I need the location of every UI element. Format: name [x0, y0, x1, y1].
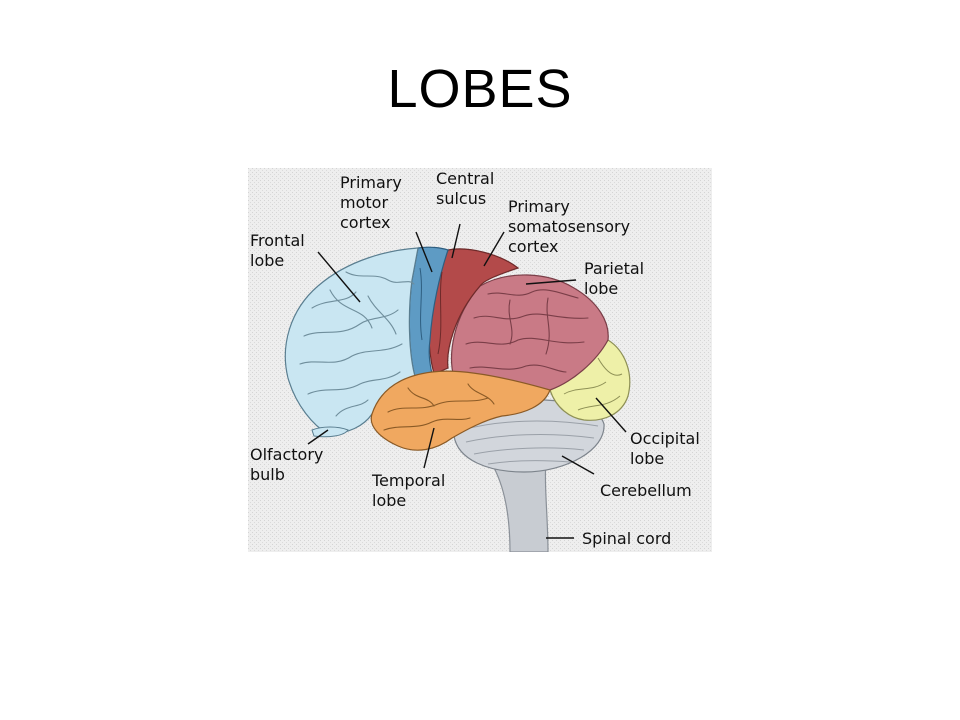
label-cerebellum: Cerebellum [600, 481, 692, 500]
spinal-cord-shape [478, 445, 549, 552]
label-parietal-lobe: Parietal lobe [584, 259, 649, 298]
label-spinal-cord: Spinal cord [582, 529, 671, 548]
parietal-lobe-shape [451, 274, 609, 393]
label-olfactory-bulb: Olfactory bulb [250, 445, 328, 484]
label-primary-motor-cortex: Primary motor cortex [340, 173, 407, 232]
brain-diagram: Primary motor cortex Central sulcus Prim… [248, 168, 712, 552]
label-primary-somatosensory-cortex: Primary somatosensory cortex [508, 197, 635, 256]
label-frontal-lobe: Frontal lobe [250, 231, 310, 270]
label-central-sulcus: Central sulcus [436, 169, 499, 208]
label-temporal-lobe: Temporal lobe [371, 471, 450, 510]
temporal-lobe-shape [370, 370, 551, 451]
label-occipital-lobe: Occipital lobe [630, 429, 705, 468]
slide-title: LOBES [387, 59, 573, 119]
